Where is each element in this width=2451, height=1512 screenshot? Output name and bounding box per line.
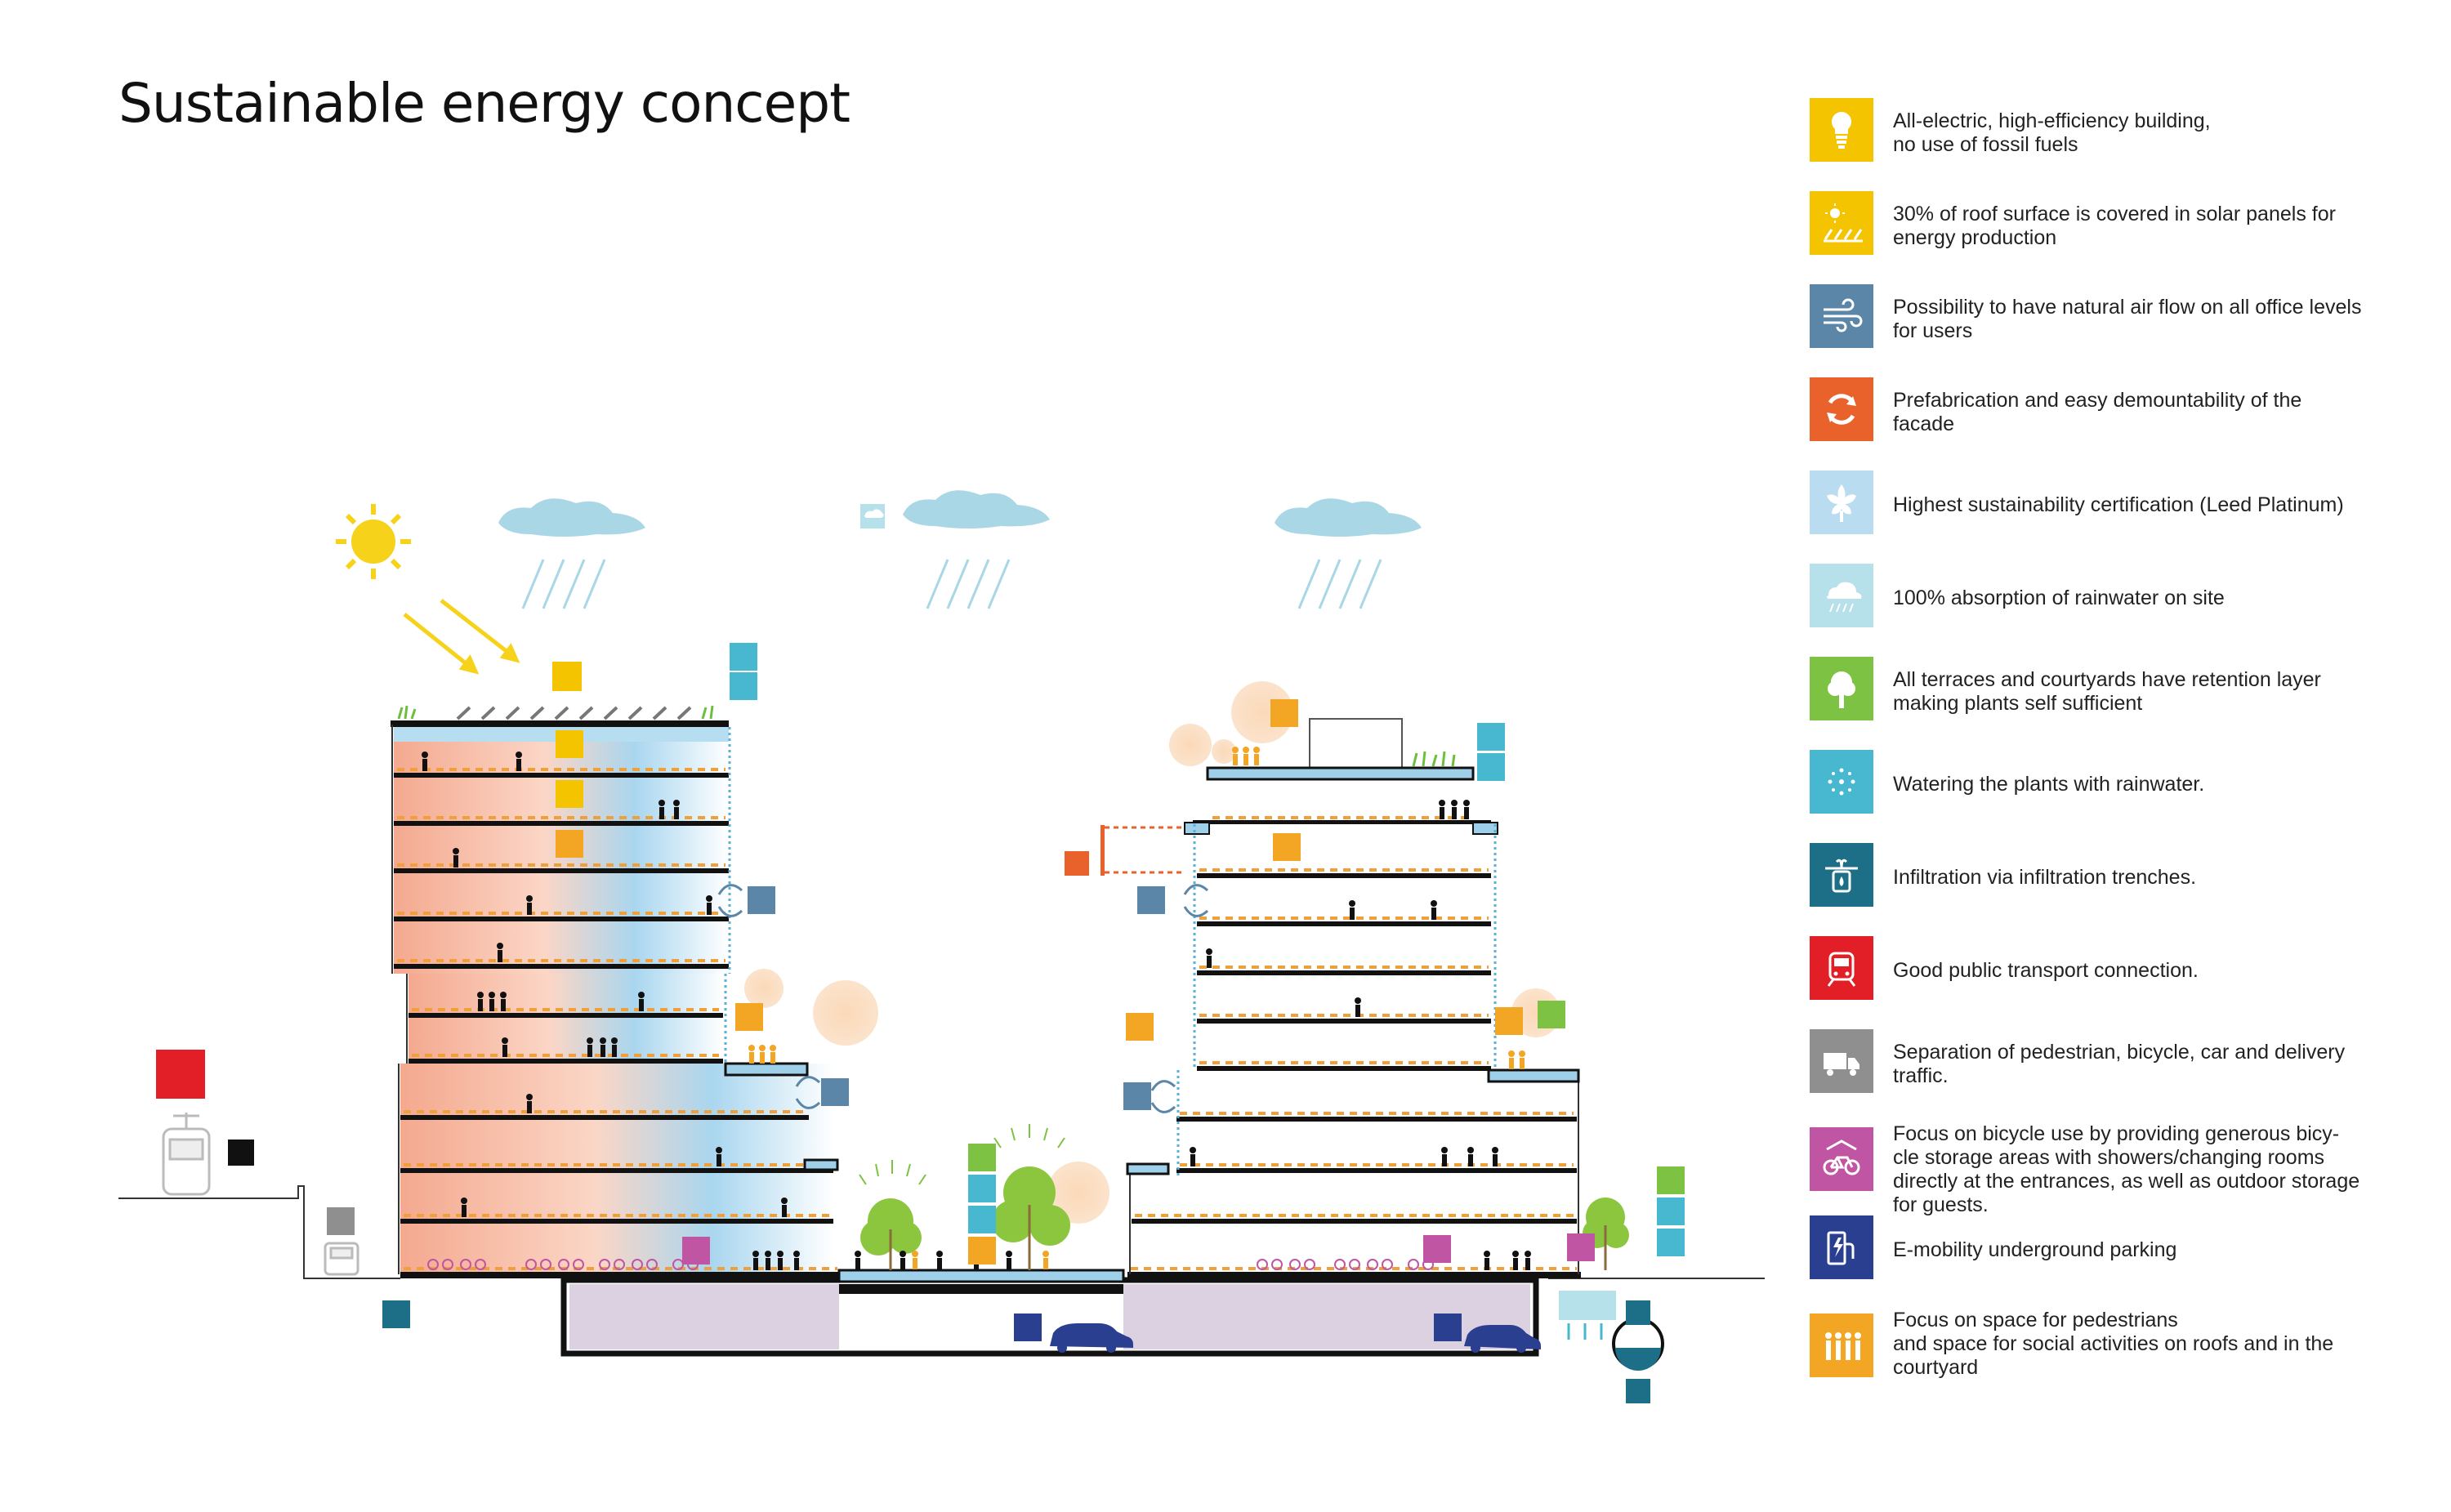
rain-cloud-icon — [1810, 564, 1873, 627]
ev-charger-icon — [1810, 1215, 1873, 1279]
infiltration-tank — [1559, 1291, 1664, 1371]
rain-cloud-icon — [860, 504, 885, 529]
legend-item-emobility: E-mobility underground parking — [1810, 1215, 2431, 1289]
legend-text: 100% absorption of rainwater on site — [1893, 587, 2225, 609]
legend-item-prefabrication: Prefabrication and easy demountability o… — [1810, 377, 2431, 451]
legend-item-transport: Good public transport connection. — [1810, 936, 2431, 1010]
legend-text: Prefabrication and easy demountability o… — [1893, 389, 2302, 435]
legend-item-all-electric: All-electric, high-efficiency building, … — [1810, 98, 2431, 172]
underground-parking — [560, 1277, 1539, 1357]
sun-rays-arrows — [403, 599, 520, 675]
legend-item-airflow: Possibility to have natural air flow on … — [1810, 284, 2431, 358]
legend-text: Focus on space for pedestrians and space… — [1893, 1309, 2334, 1379]
car-icon — [1050, 1323, 1541, 1353]
legend-item-watering: Watering the plants with rainwater. — [1810, 750, 2431, 823]
rain-lines — [521, 559, 1382, 609]
people-icon — [1810, 1314, 1873, 1377]
facade-module — [1105, 826, 1185, 874]
building-section-diagram — [118, 490, 1765, 1403]
legend-text: Good public transport connection. — [1893, 959, 2199, 982]
lightbulb-icon — [1810, 98, 1873, 162]
people-orange — [748, 747, 1525, 1269]
legend-item-terraces: All terraces and courtyards have retenti… — [1810, 657, 2431, 730]
legend-text: Infiltration via infiltration trenches. — [1893, 866, 2197, 889]
airflow-arrows — [717, 884, 1209, 1113]
legend-item-leed: Highest sustainability certification (Le… — [1810, 471, 2431, 544]
truck-icon — [1810, 1029, 1873, 1093]
legend-text: Focus on bicycle use by providing genero… — [1893, 1122, 2360, 1216]
legend-text: 30% of roof surface is covered in solar … — [1893, 203, 2336, 249]
leaf-icon — [1810, 471, 1873, 534]
legend-text: All-electric, high-efficiency building, … — [1893, 109, 2211, 156]
legend-text: All terraces and courtyards have retenti… — [1893, 668, 2321, 715]
bicycle-icon — [1810, 1127, 1873, 1191]
legend-text: Highest sustainability certification (Le… — [1893, 493, 2344, 516]
legend-item-infiltration: Infiltration via infiltration trenches. — [1810, 843, 2431, 917]
ground-line — [118, 1185, 1765, 1279]
tree-icon — [1810, 657, 1873, 720]
legend-item-solar: 30% of roof surface is covered in solar … — [1810, 191, 2431, 265]
legend-text: Possibility to have natural air flow on … — [1893, 296, 2362, 342]
right-building — [744, 681, 1581, 1278]
tram-icon — [162, 1113, 211, 1196]
recycle-icon — [1810, 377, 1873, 441]
courtyard — [837, 1124, 1629, 1283]
cloud-icon — [498, 490, 1422, 537]
legend-item-rainwater: 100% absorption of rainwater on site — [1810, 564, 2431, 637]
truck-icon — [324, 1242, 359, 1276]
diagram-badges — [156, 643, 1685, 1403]
train-icon — [1810, 936, 1873, 1000]
sprinkler-icon — [1810, 750, 1873, 814]
page-title: Sustainable energy concept — [118, 72, 850, 135]
solar-panel-icon — [1810, 191, 1873, 255]
legend-item-pedestrians: Focus on space for pedestrians and space… — [1810, 1309, 2431, 1382]
legend-text: E-mobility underground parking — [1893, 1238, 2177, 1261]
legend-text: Watering the plants with rainwater. — [1893, 773, 2205, 796]
people-silhouettes — [422, 752, 1531, 1270]
legend-item-bicycle: Focus on bicycle use by providing genero… — [1810, 1122, 2431, 1216]
infiltration-icon — [1810, 843, 1873, 907]
legend-item-traffic: Separation of pedestrian, bicycle, car a… — [1810, 1029, 2431, 1103]
wind-icon — [1810, 284, 1873, 348]
sun-icon — [336, 504, 411, 579]
legend-text: Separation of pedestrian, bicycle, car a… — [1893, 1041, 2346, 1087]
